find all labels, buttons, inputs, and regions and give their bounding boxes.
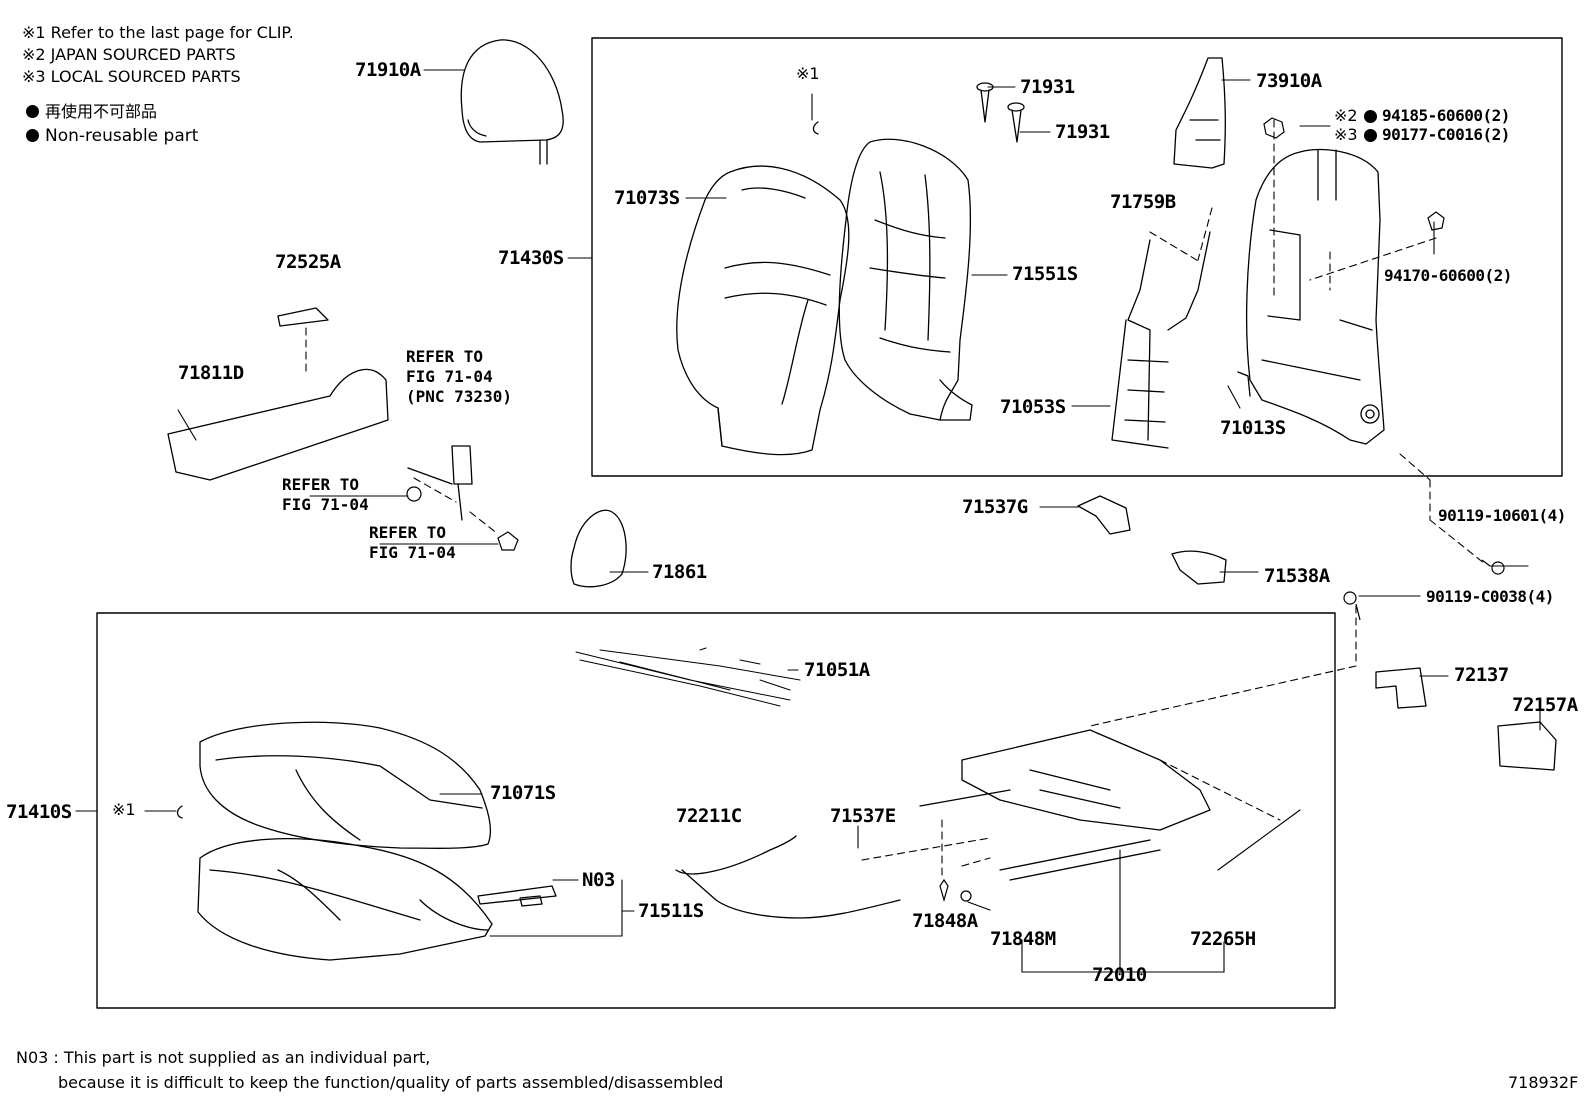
headrest-guide-shapes — [976, 82, 1025, 143]
part-label-94185-60600: 94185-60600(2) — [1382, 106, 1510, 125]
cable-shape — [675, 835, 901, 919]
part-label-71537E: 71537E — [830, 805, 896, 827]
seatback-cover-shape — [676, 165, 850, 456]
buckle-shape — [407, 445, 473, 521]
clip-symbol-b — [176, 805, 183, 819]
bolt-icon — [1481, 559, 1505, 575]
bracket-71811D-shape — [167, 368, 389, 481]
n03-part-shape — [477, 885, 557, 907]
part-label-71538A: 71538A — [1264, 565, 1330, 587]
lever-shape — [1173, 57, 1226, 169]
clip-symbol-a — [812, 121, 819, 135]
pad-71861-shape — [570, 509, 627, 588]
refer-to-b-line1: REFER TO — [282, 475, 360, 494]
bracket-71537G-shape — [1077, 495, 1131, 535]
seat-track-shape — [919, 729, 1211, 881]
clip-ref-seatback: ※1 — [796, 64, 820, 83]
clip-icon — [939, 878, 949, 903]
refer-to-b-line2: FIG 71-04 — [282, 495, 369, 514]
mark-japan: ※2 — [1334, 106, 1358, 125]
legend-nonreusable-jp-text: 再使用不可部品 — [45, 102, 158, 121]
part-label-73910A: 73910A — [1256, 70, 1322, 92]
mark-local: ※3 — [1334, 125, 1358, 144]
part-label-71511S: 71511S — [638, 900, 704, 922]
clip-icon — [960, 890, 972, 902]
seatback-pad-shape — [838, 138, 973, 421]
part-label-71410S: 71410S — [6, 801, 72, 823]
refer-to-c-line1: REFER TO — [369, 523, 447, 542]
part-label-71811D: 71811D — [178, 362, 244, 384]
refer-to-a-line1: REFER TO — [406, 347, 484, 366]
dot-icon — [26, 105, 39, 118]
part-label-72137: 72137 — [1454, 664, 1509, 686]
part-label-71537G: 71537G — [962, 496, 1028, 518]
refer-to-a-line2: FIG 71-04 — [406, 367, 493, 386]
part-label-N03: N03 — [582, 869, 615, 891]
part-label-71931-b: 71931 — [1055, 121, 1110, 143]
part-label-90119-10601: 90119-10601(4) — [1438, 506, 1566, 525]
figure-id: 718932F — [1508, 1073, 1579, 1092]
footer-n03-line2: because it is difficult to keep the func… — [58, 1073, 724, 1092]
cushion-wire-shape — [575, 647, 801, 707]
part-label-71848M: 71848M — [990, 928, 1056, 950]
part-label-71073S: 71073S — [614, 187, 680, 209]
footer-n03-line1: N03 : This part is not supplied as an in… — [16, 1048, 431, 1067]
cushion-pad-shape — [197, 838, 493, 961]
dot-icon — [1364, 110, 1377, 123]
bracket-71538A-shape — [1171, 550, 1227, 585]
refer-to-a-line3: (PNC 73230) — [406, 387, 512, 406]
note-local-sourced: ※3 LOCAL SOURCED PARTS — [22, 67, 241, 86]
clip-ref-cushion: ※1 — [112, 800, 136, 819]
bolt-icon — [1343, 591, 1361, 621]
nut-icon — [1427, 211, 1445, 231]
part-label-71053S: 71053S — [1000, 396, 1066, 418]
legend-nonreusable-en-text: Non-reusable part — [45, 126, 199, 146]
dot-icon — [1364, 129, 1377, 142]
part-label-90119-C0038: 90119-C0038(4) — [1426, 587, 1554, 606]
seatback-frame-shape — [1237, 148, 1385, 445]
part-label-71430S: 71430S — [498, 247, 564, 269]
part-label-94170-60600: 94170-60600(2) — [1384, 266, 1512, 285]
cushion-cover-shape — [199, 721, 492, 849]
part-label-71931-a: 71931 — [1020, 76, 1075, 98]
part-label-71848A: 71848A — [912, 910, 978, 932]
nut-icon — [406, 486, 422, 502]
seatback-wire-shape — [1111, 231, 1211, 449]
dot-icon — [26, 129, 39, 142]
seatback-group-frame — [591, 37, 1563, 477]
nut-icon — [497, 531, 519, 551]
nut-icon — [1263, 117, 1285, 139]
part-label-71051A: 71051A — [804, 659, 870, 681]
headrest-shape — [460, 39, 564, 165]
part-label-71551S: 71551S — [1012, 263, 1078, 285]
part-label-71861: 71861 — [652, 561, 707, 583]
part-label-90177-C0016: 90177-C0016(2) — [1382, 125, 1510, 144]
legend-nonreusable-jp: 再使用不可部品 — [26, 104, 157, 120]
cover-72157A-shape — [1497, 721, 1557, 771]
legend-nonreusable-en: Non-reusable part — [26, 128, 198, 145]
part-label-72525A: 72525A — [275, 251, 341, 273]
part-label-71013S: 71013S — [1220, 417, 1286, 439]
cover-72525A-shape — [277, 307, 329, 327]
part-label-72010: 72010 — [1092, 964, 1147, 986]
part-label-71910A: 71910A — [355, 59, 421, 81]
part-label-72265H: 72265H — [1190, 928, 1256, 950]
cover-72137-shape — [1375, 667, 1427, 709]
note-clip: ※1 Refer to the last page for CLIP. — [22, 23, 294, 42]
part-label-71759B: 71759B — [1110, 191, 1176, 213]
part-label-71071S: 71071S — [490, 782, 556, 804]
part-label-72211C: 72211C — [676, 805, 742, 827]
part-label-72157A: 72157A — [1512, 694, 1578, 716]
refer-to-c-line2: FIG 71-04 — [369, 543, 456, 562]
note-japan-sourced: ※2 JAPAN SOURCED PARTS — [22, 45, 236, 64]
